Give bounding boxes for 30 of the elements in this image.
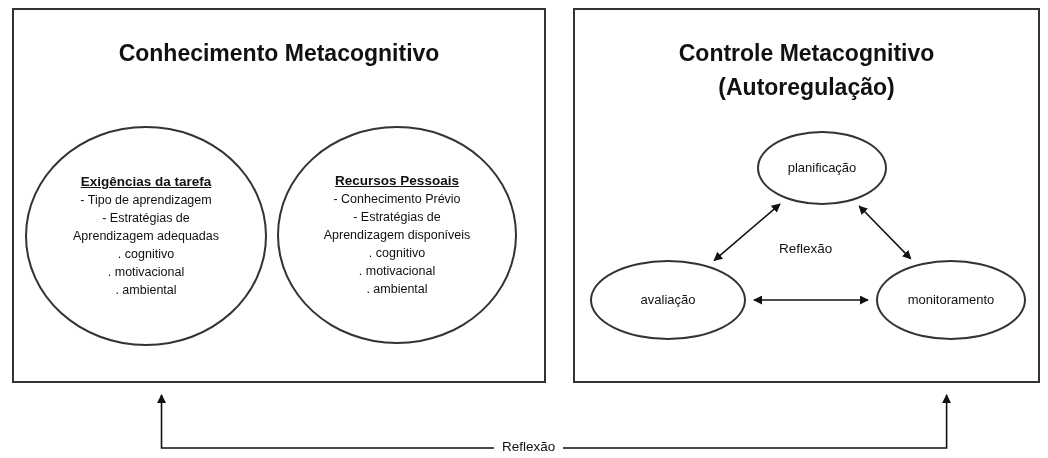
ellipse — [757, 131, 887, 205]
center-label: Reflexão — [779, 241, 833, 256]
ellipse — [876, 260, 1026, 340]
heading: Conhecimento Metacognitivo — [117, 39, 441, 68]
list-item: - Conhecimento Prévio — [333, 191, 461, 208]
heading: Recursos Pessoais — [335, 172, 459, 190]
ellipse — [590, 260, 746, 340]
list-item: - Tipo de aprendizagem — [80, 192, 212, 209]
list-item: - Estratégias de Aprendizagem adequadas — [72, 210, 220, 245]
panel-box — [573, 8, 1040, 383]
list-item: . cognitivo — [368, 245, 426, 262]
circle — [277, 126, 517, 344]
heading: Exigências da tarefa — [80, 173, 212, 191]
edge-label: Reflexão — [494, 439, 564, 454]
node-label: avaliação — [640, 291, 696, 309]
node-label: planificação — [787, 159, 857, 177]
list-item: . motivacional — [358, 263, 436, 280]
list-item: - Estratégias de Aprendizagem disponíveis — [322, 209, 472, 244]
list-item: . ambiental — [366, 281, 428, 298]
double-arrow — [858, 205, 912, 260]
double-arrow — [157, 394, 952, 449]
panel-box — [12, 8, 546, 383]
circle — [25, 126, 267, 346]
list-item: . motivacional — [107, 264, 185, 281]
list-item: . ambiental — [115, 282, 177, 299]
double-arrow — [713, 203, 781, 262]
double-arrow — [753, 295, 869, 305]
node-label: monitoramento — [907, 291, 995, 309]
list-item: . cognitivo — [117, 246, 175, 263]
heading: Controle Metacognitivo (Autoregulação) — [677, 39, 936, 102]
